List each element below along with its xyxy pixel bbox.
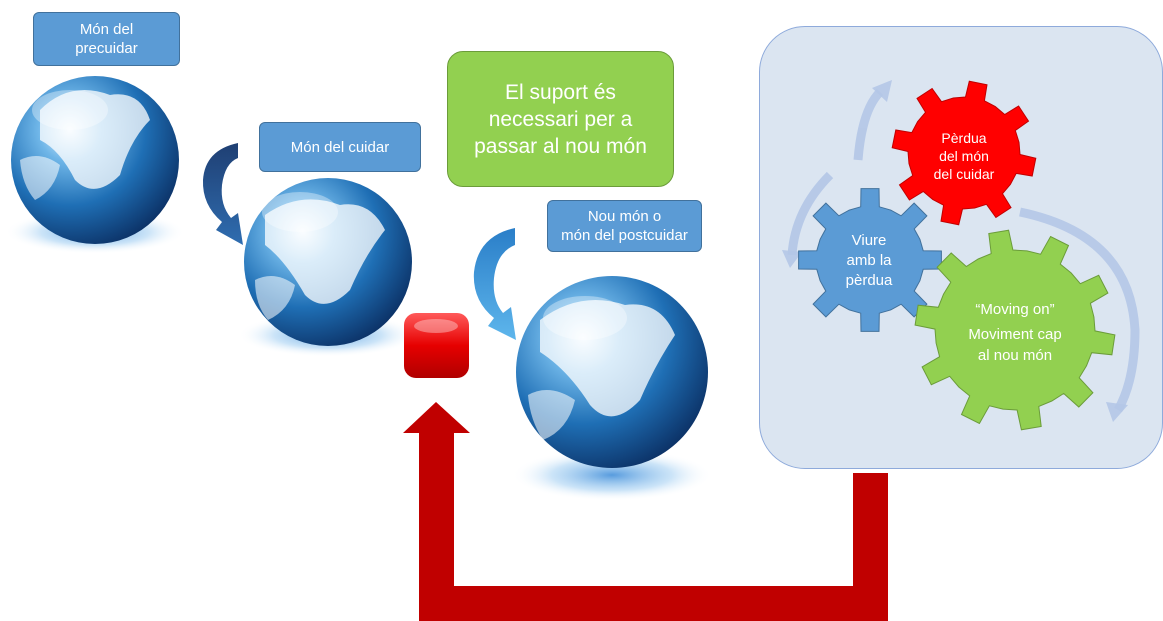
- gear-loss: [891, 80, 1037, 226]
- label-care-world: Món del cuidar: [259, 122, 421, 172]
- globe-precare: [5, 76, 185, 254]
- support-callout: El suport és necessari per a passar al n…: [447, 51, 674, 187]
- gear-loss-line-3: del cuidar: [933, 166, 995, 182]
- globe-new-world: [512, 276, 712, 501]
- gear-moving-on-quote: “Moving on”: [975, 300, 1055, 318]
- gear-loss-label: Pèrdua del món del cuidar: [912, 125, 1016, 187]
- gear-moving-on-label: “Moving on” Moviment cap al nou món: [940, 292, 1090, 372]
- gear-moving-on: [914, 229, 1116, 431]
- curved-arrow-1: [202, 143, 243, 245]
- label-precare-line-1: Món del: [79, 21, 134, 38]
- gear-loss-line-1: Pèrdua: [941, 130, 987, 146]
- cycle-arrows: [787, 88, 1140, 413]
- globe-care: [238, 178, 418, 357]
- gear-living-line-3: pèrdua: [845, 272, 893, 289]
- label-new-world: Nou món o món del postcuidar: [547, 200, 702, 252]
- gear-loss-line-2: del món: [939, 148, 989, 164]
- feedback-arrow: [403, 402, 888, 621]
- label-care-text: Món del cuidar: [290, 138, 390, 156]
- gear-living-line-1: Viure: [851, 232, 887, 249]
- label-precare-world: Món del precuidar: [33, 12, 180, 66]
- gear-living-with-loss: [798, 188, 942, 332]
- callout-line-3: passar al nou món: [474, 134, 647, 158]
- callout-line-2: necessari per a: [488, 107, 633, 131]
- label-precare-line-2: precuidar: [75, 40, 138, 57]
- label-new-world-line-2: món del postcuidar: [561, 227, 688, 244]
- red-square-icon: [404, 313, 469, 378]
- gear-living-line-2: amb la: [846, 252, 892, 269]
- label-new-world-line-1: Nou món o: [587, 208, 662, 225]
- curved-arrow-2: [473, 228, 516, 340]
- gear-moving-on-line-1: Moviment cap: [968, 325, 1062, 343]
- callout-line-1: El suport és: [505, 80, 616, 104]
- gear-moving-on-line-2: al nou món: [977, 346, 1053, 364]
- gear-living-label: Viure amb la pèrdua: [823, 226, 915, 296]
